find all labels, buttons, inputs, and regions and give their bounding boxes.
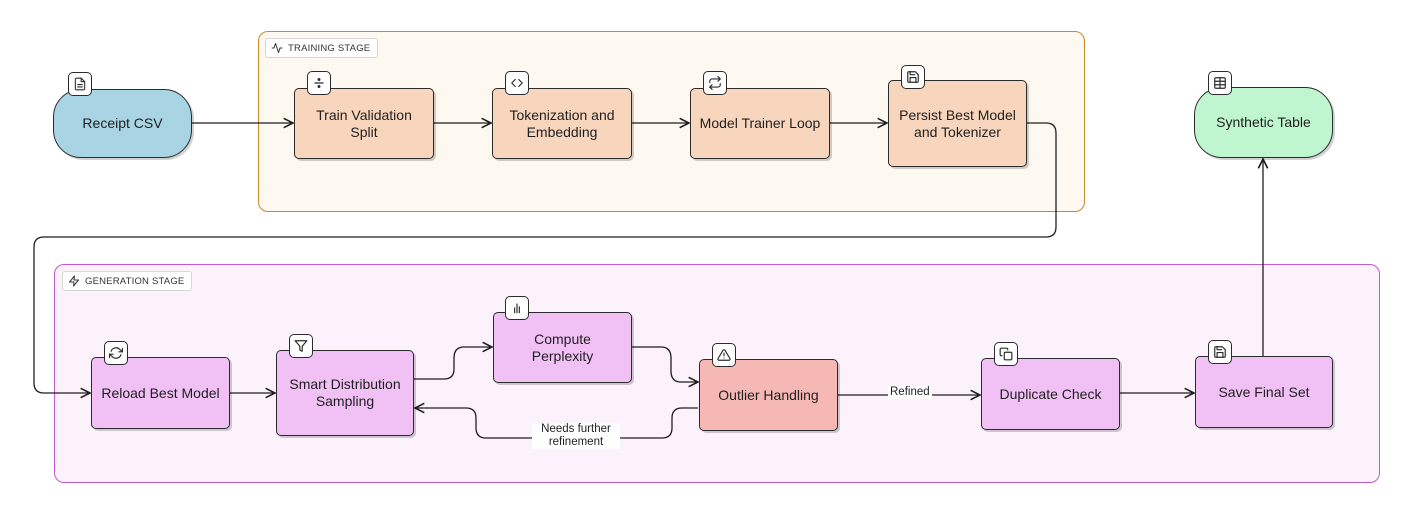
node-compute-perplexity-label: Compute Perplexity (531, 330, 594, 364)
divide-icon (307, 71, 331, 95)
edge-label-refined: Refined (888, 386, 932, 399)
save-icon (901, 65, 925, 89)
bar-chart-icon (505, 296, 529, 320)
generation-stage-label: GENERATION STAGE (62, 271, 193, 291)
node-save-final[interactable]: Save Final Set (1195, 356, 1333, 428)
training-stage-label: TRAINING STAGE (265, 38, 379, 58)
repeat-icon (703, 71, 727, 95)
copy-icon (994, 342, 1018, 366)
node-outlier-handling-label: Outlier Handling (718, 386, 819, 403)
node-save-final-label: Save Final Set (1218, 383, 1310, 400)
node-smart-sampling-label: Smart Distribution Sampling (289, 376, 401, 409)
edge-persist-to-reload (33, 122, 1057, 393)
node-outlier-handling[interactable]: Outlier Handling (699, 359, 838, 431)
training-stage-label-text: TRAINING STAGE (288, 42, 371, 54)
refresh-icon (104, 341, 128, 365)
zap-icon (69, 275, 79, 287)
node-model-trainer-loop-label: Model Trainer Loop (699, 115, 821, 131)
node-train-validation-split-label: Train Validation Split (316, 106, 412, 140)
node-duplicate-check[interactable]: Duplicate Check (981, 358, 1120, 430)
node-train-validation-split[interactable]: Train Validation Split (294, 88, 434, 159)
node-tokenization-embedding[interactable]: Tokenization and Embedding (492, 88, 632, 159)
node-persist-best-label: Persist Best Model and Tokenizer (899, 106, 1016, 140)
edge-label-needs-refinement: Needs further refinement (532, 423, 620, 449)
node-persist-best[interactable]: Persist Best Model and Tokenizer (888, 80, 1027, 167)
code-icon (505, 71, 529, 95)
activity-icon (271, 43, 283, 53)
filter-icon (289, 334, 313, 358)
edge-label-needs-refinement-line1: Needs further (541, 423, 611, 435)
node-compute-perplexity[interactable]: Compute Perplexity (493, 312, 632, 383)
node-smart-sampling[interactable]: Smart Distribution Sampling (276, 350, 414, 436)
file-text-icon (68, 72, 92, 96)
node-synthetic-table[interactable]: Synthetic Table (1194, 87, 1333, 158)
node-synthetic-table-label: Synthetic Table (1216, 114, 1311, 130)
node-reload-best[interactable]: Reload Best Model (91, 357, 230, 429)
generation-stage-label-text: GENERATION STAGE (85, 275, 185, 287)
node-duplicate-check-label: Duplicate Check (999, 385, 1102, 402)
alert-triangle-icon (712, 343, 736, 367)
node-receipt-csv[interactable]: Receipt CSV (53, 89, 192, 158)
edge-perplexity-to-outlier (632, 346, 698, 382)
edge-sampling-to-perplexity (414, 347, 492, 380)
node-model-trainer-loop[interactable]: Model Trainer Loop (690, 88, 830, 159)
edge-label-needs-refinement-line2: refinement (548, 436, 604, 448)
table-icon (1208, 71, 1232, 95)
node-receipt-csv-label: Receipt CSV (82, 115, 163, 131)
node-reload-best-label: Reload Best Model (101, 384, 220, 401)
node-tokenization-embedding-label: Tokenization and Embedding (509, 106, 615, 140)
save-icon (1208, 340, 1232, 364)
